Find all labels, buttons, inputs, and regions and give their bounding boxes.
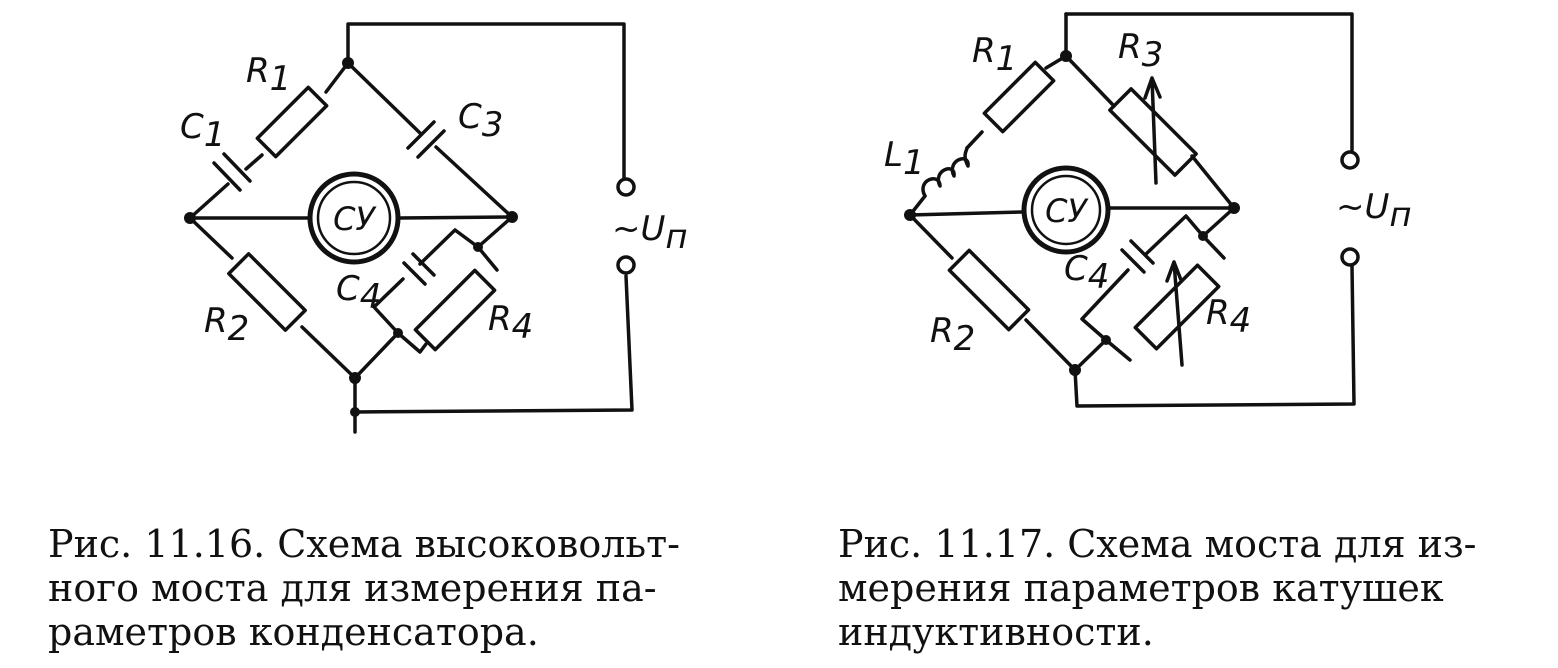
fig17-label-r3: R3 — [1118, 27, 1163, 75]
fig16-capacitor-c4 — [402, 252, 436, 286]
fig17-label-l1: L1 — [884, 135, 925, 183]
fig16-terminal-bottom — [616, 255, 636, 275]
fig17-detector-wire — [908, 206, 1236, 217]
fig17-caption-line: мерения параметров катушек — [838, 566, 1444, 610]
fig16-node-ground — [350, 407, 360, 417]
fig17-wire-top-right — [1064, 12, 1236, 210]
fig16-caption: Рис. 11.16. Схема высоковольт- ного мост… — [48, 522, 768, 654]
fig17-parallel-frame — [1080, 214, 1226, 362]
fig16-wire-top-right — [346, 61, 514, 219]
fig16-wire-left-bottom — [188, 216, 357, 380]
fig16-node-left — [184, 212, 196, 224]
fig16-detector-wire — [188, 215, 514, 220]
fig16-node-right — [506, 211, 518, 223]
fig16-caption-line: раметров конденсатора. — [48, 610, 539, 654]
fig17-resistor-r4 — [1133, 263, 1221, 351]
fig17-node-right — [1228, 202, 1240, 214]
fig17-label-r2: R2 — [930, 311, 975, 359]
fig17-node-parallel-top — [1198, 231, 1208, 241]
fig17-label-r1: R1 — [972, 31, 1017, 79]
fig16-label-c3: C3 — [458, 97, 503, 145]
fig17-resistor-r2 — [947, 248, 1031, 332]
fig17-label-r4: R4 — [1206, 293, 1251, 341]
fig16-resistor-r1 — [255, 85, 329, 159]
fig16-detector-label: СУ — [333, 200, 377, 238]
fig17-r3-arrow — [1143, 76, 1162, 185]
fig17-node-top — [1060, 50, 1072, 62]
fig17-supply-wire-top — [1064, 12, 1354, 152]
fig17-resistor-r1 — [982, 60, 1056, 134]
fig17-caption: Рис. 11.17. Схема моста для из- мерения … — [838, 522, 1558, 654]
fig17-inductor-l1 — [921, 146, 970, 198]
fig16-label-r4: R4 — [488, 299, 533, 347]
fig17-node-parallel-bottom — [1101, 335, 1111, 345]
fig16-node-bottom — [349, 372, 361, 384]
fig17-caption-line: индуктивности. — [838, 610, 1154, 654]
fig16-supply-wire-top — [346, 22, 626, 180]
fig17-label-c4: C4 — [1064, 249, 1109, 297]
fig17-detector-outer — [1021, 165, 1111, 255]
fig16-node-top — [342, 57, 354, 69]
fig17-detector-inner — [1030, 174, 1102, 246]
fig16-label-c1: C1 — [180, 107, 225, 155]
fig17-terminal-top — [1340, 150, 1360, 170]
fig17-node-left — [904, 209, 916, 221]
fig17-supply-label: ~Uп — [1336, 187, 1412, 235]
fig16-wire-right-bottom — [353, 215, 514, 380]
fig17-wire-left-bottom — [908, 213, 1077, 372]
fig16-label-r1: R1 — [246, 51, 291, 99]
fig17-capacitor-c4 — [1120, 239, 1155, 274]
fig16-capacitor-c1 — [212, 152, 252, 192]
fig16-node-parallel-bottom — [393, 328, 403, 338]
fig17-caption-line: Рис. 11.17. Схема моста для из- — [838, 522, 1477, 566]
fig17-supply-wire-bottom — [1073, 264, 1356, 408]
fig16-capacitor-c3 — [406, 120, 446, 159]
fig16-label-r2: R2 — [204, 301, 249, 349]
fig17-wire-right-bottom — [1073, 206, 1236, 372]
fig16-caption-line: ного моста для измерения па- — [48, 566, 657, 610]
fig16-caption-line: Рис. 11.16. Схема высоковольт- — [48, 522, 680, 566]
fig16-wire-left-top — [188, 61, 350, 220]
fig17-r4-arrow — [1165, 260, 1184, 367]
fig17-node-bottom — [1069, 364, 1081, 376]
fig16-terminal-top — [616, 177, 636, 197]
fig16-resistor-r4 — [413, 268, 497, 352]
fig17-circuit — [908, 12, 1360, 408]
fig17-terminal-bottom — [1340, 247, 1360, 267]
fig16-node-parallel-top — [473, 242, 483, 252]
fig16-detector-inner — [316, 180, 392, 256]
fig16-label-c4: C4 — [336, 269, 381, 317]
fig16-resistor-r2 — [227, 252, 307, 332]
fig17-wire-left-top — [908, 54, 1068, 217]
fig17-resistor-r3 — [1108, 87, 1198, 177]
fig16-supply-label: ~Uп — [612, 209, 688, 257]
fig17-detector-label: СУ — [1045, 192, 1089, 230]
fig16-detector-outer — [307, 171, 401, 265]
